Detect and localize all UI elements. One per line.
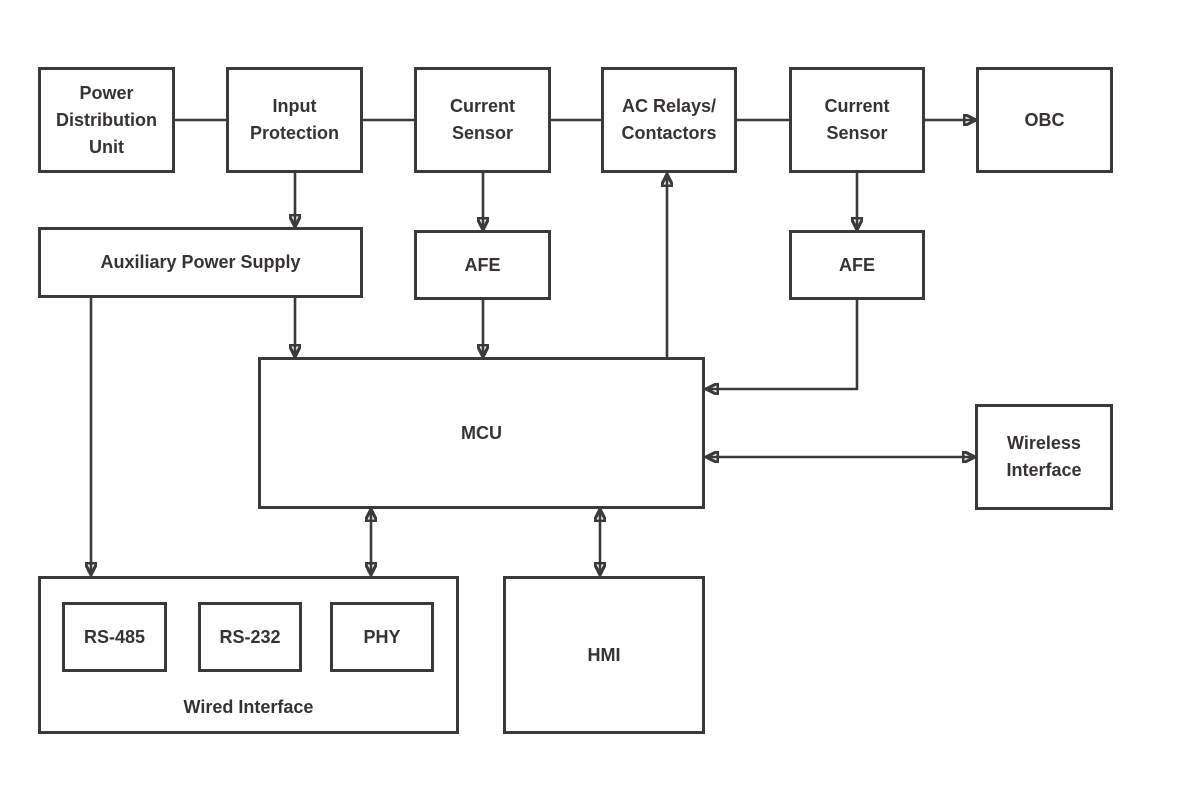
node-label-line-1: AC Relays/ bbox=[621, 96, 717, 116]
node-label-line-2: Contactors bbox=[621, 123, 717, 143]
node-label: AFE bbox=[839, 254, 875, 275]
node-label: HMI bbox=[587, 644, 621, 665]
node-mcu: MCU bbox=[258, 357, 705, 509]
node-label: Current Sensor bbox=[449, 96, 515, 143]
node-label: PHY bbox=[363, 626, 401, 647]
edge-afe-2-to-mcu bbox=[706, 300, 859, 389]
wired-interface-group-label: Wired Interface bbox=[183, 697, 314, 717]
node-label: RS-485 bbox=[83, 626, 146, 647]
node-afe-1: AFE bbox=[414, 230, 551, 300]
node-label: MCU bbox=[461, 422, 502, 443]
node-label: Input Protection bbox=[249, 96, 339, 143]
node-power-distribution-unit: Power Distribution Unit bbox=[38, 67, 175, 173]
node-afe-2: AFE bbox=[789, 230, 925, 300]
node-label: Current Sensor bbox=[824, 96, 890, 143]
node-label: Power Distribution Unit bbox=[56, 82, 157, 157]
node-label: RS-232 bbox=[219, 626, 281, 647]
node-hmi: HMI bbox=[503, 576, 705, 734]
node-rs-485: RS-485 bbox=[62, 602, 167, 672]
node-wired-interface: RS-485 RS-232 PHY Wired Interface bbox=[38, 576, 459, 734]
node-wireless-interface: Wireless Interface bbox=[975, 404, 1113, 510]
node-current-sensor-2: Current Sensor bbox=[789, 67, 925, 173]
node-label: OBC bbox=[1024, 109, 1065, 130]
node-label: Wireless Interface bbox=[1006, 433, 1082, 480]
node-current-sensor-1: Current Sensor bbox=[414, 67, 551, 173]
node-ac-relays-contactors: AC Relays/ Contactors bbox=[601, 67, 737, 173]
node-rs-232: RS-232 bbox=[198, 602, 302, 672]
node-auxiliary-power-supply: Auxiliary Power Supply bbox=[38, 227, 363, 298]
node-label: Auxiliary Power Supply bbox=[100, 252, 301, 272]
node-label: AC Relays/ Contactors bbox=[621, 93, 716, 147]
node-obc: OBC bbox=[976, 67, 1113, 173]
node-label: AFE bbox=[464, 254, 501, 275]
node-input-protection: Input Protection bbox=[226, 67, 363, 173]
node-phy: PHY bbox=[330, 602, 434, 672]
